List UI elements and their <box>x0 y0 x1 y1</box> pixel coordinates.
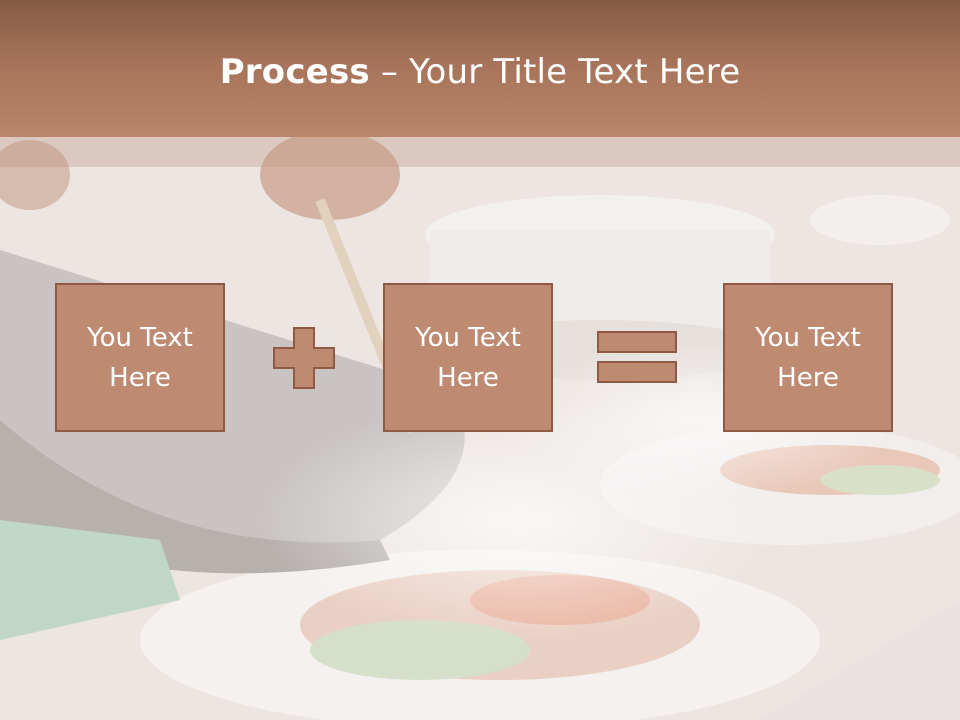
process-box-2-text: You Text Here <box>415 322 521 393</box>
process-box-3-text: You Text Here <box>755 322 861 393</box>
process-box-3[interactable]: You Text Here <box>723 283 893 432</box>
process-box-2[interactable]: You Text Here <box>383 283 553 432</box>
slide-title[interactable]: Process – Your Title Text Here <box>0 52 960 92</box>
title-rest: – Your Title Text Here <box>369 52 741 92</box>
title-bold-word: Process <box>219 52 370 92</box>
title-bar <box>0 0 960 137</box>
equals-icon <box>597 331 677 383</box>
process-box-1[interactable]: You Text Here <box>55 283 225 432</box>
title-bar-shadow-band <box>0 137 960 167</box>
plus-icon <box>273 327 335 389</box>
process-box-1-text: You Text Here <box>87 322 193 393</box>
